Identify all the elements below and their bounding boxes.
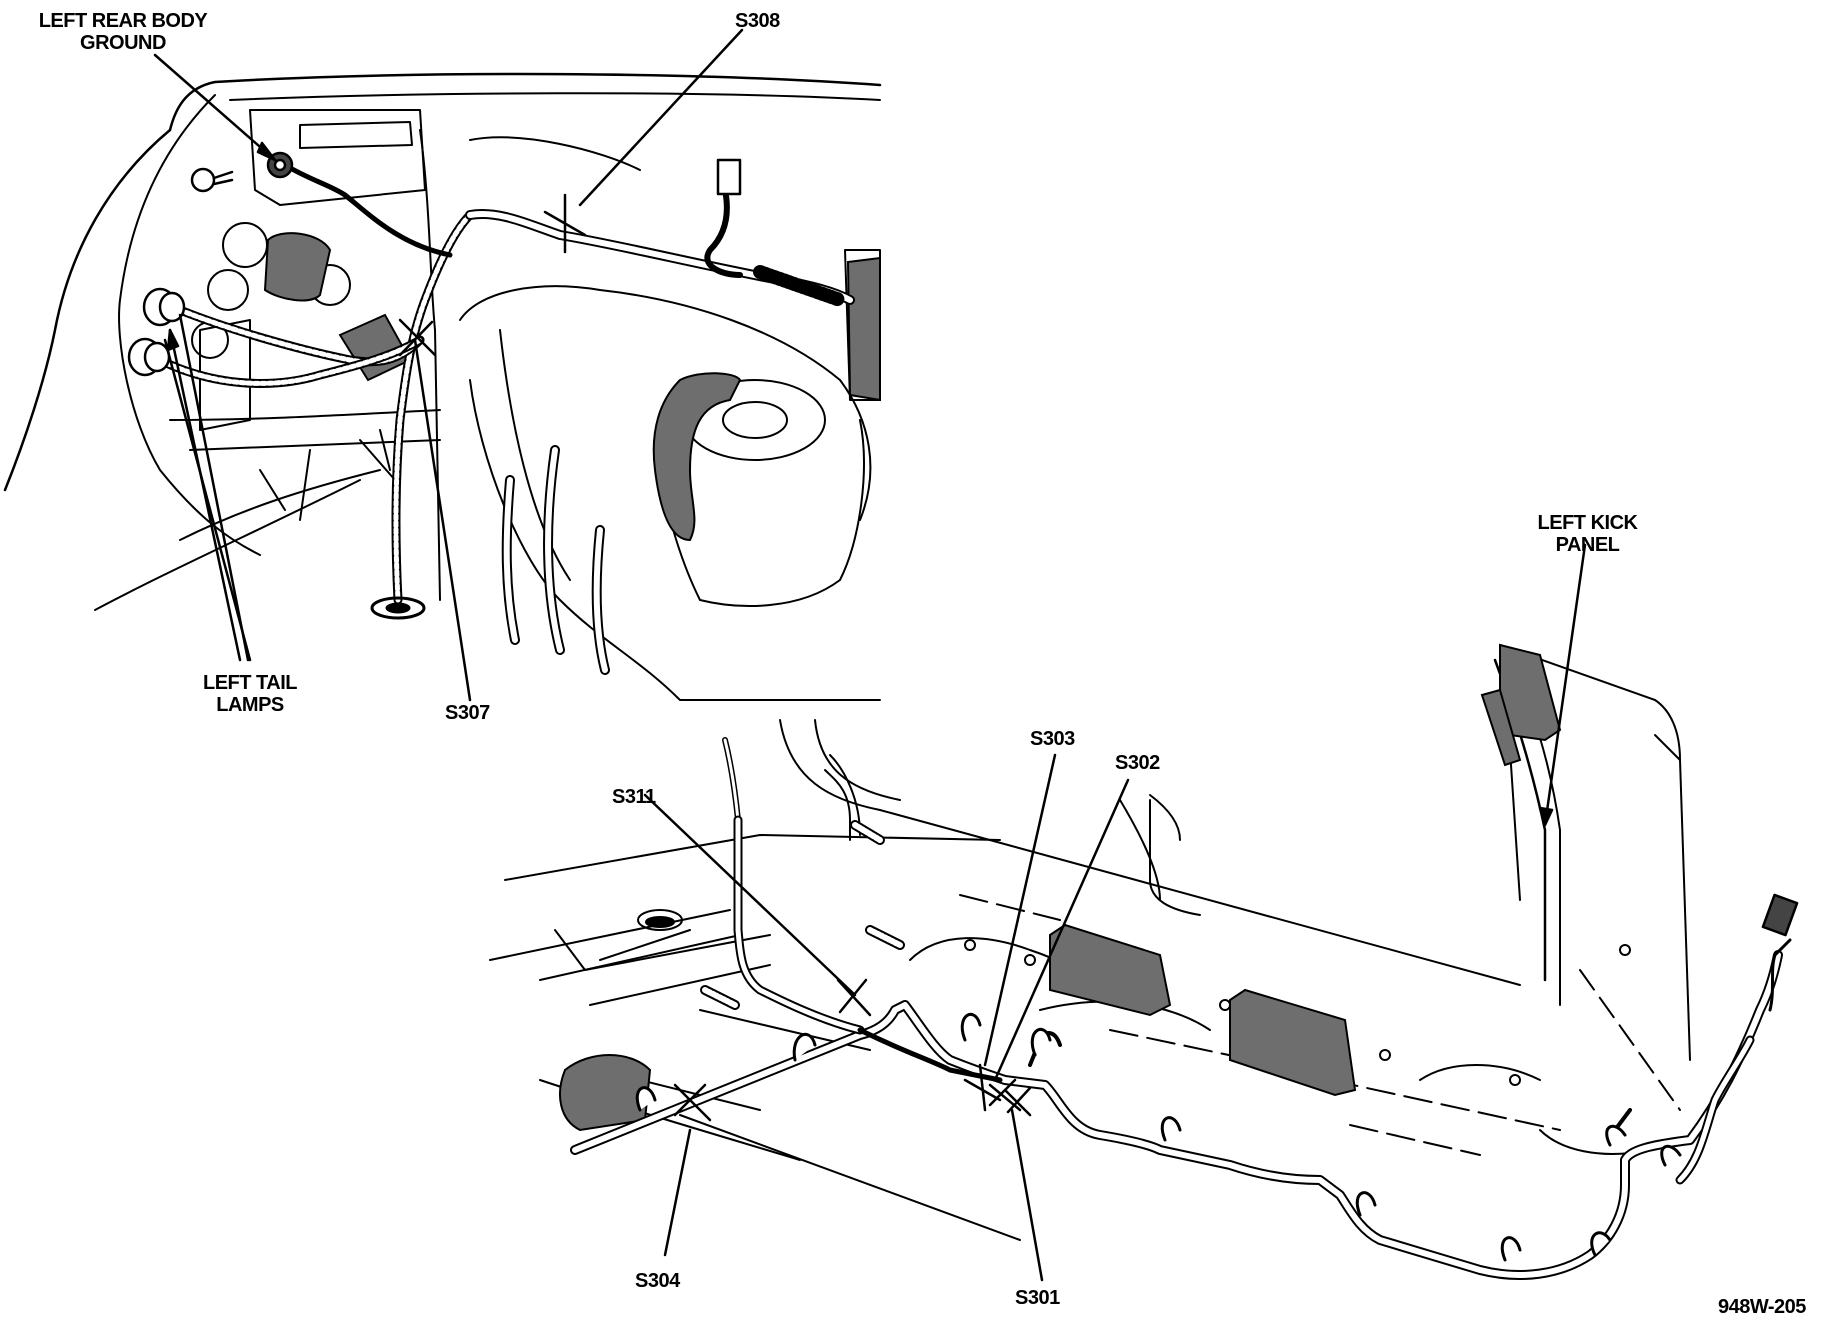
leader-lines xyxy=(153,28,1587,1282)
label-left-rear-body-ground-line1: LEFT REAR BODY xyxy=(38,10,208,32)
shaded-kick-panel-side xyxy=(1480,688,1522,767)
figure-id: 948W-205 xyxy=(1718,1296,1806,1318)
label-left-rear-body-ground: LEFT REAR BODY GROUND xyxy=(38,10,208,54)
label-s301: S301 xyxy=(1015,1287,1060,1309)
tail-lamp-sockets xyxy=(127,287,186,377)
label-left-tail-lamps-line1: LEFT TAIL xyxy=(203,672,298,694)
shaded-back-panel xyxy=(846,256,881,402)
floor-pan-view xyxy=(489,644,1691,1241)
label-left-rear-body-ground-line2: GROUND xyxy=(80,32,166,54)
label-s304: S304 xyxy=(635,1270,680,1292)
shaded-front-pad xyxy=(559,1054,652,1132)
label-s308: S308 xyxy=(735,10,780,32)
shaded-pad-upper xyxy=(263,232,332,302)
label-left-kick-panel: LEFT KICK PANEL xyxy=(1530,512,1645,556)
label-left-kick-panel-line1: LEFT KICK xyxy=(1537,512,1638,534)
label-s311: S311 xyxy=(612,786,656,808)
rear-trunk-view xyxy=(3,72,882,701)
ground-bolt-icon xyxy=(190,151,294,193)
label-s303: S303 xyxy=(1030,728,1075,750)
label-left-tail-lamps-line2: LAMPS xyxy=(216,694,284,716)
label-s302: S302 xyxy=(1115,752,1160,774)
label-left-tail-lamps: LEFT TAIL LAMPS xyxy=(190,672,310,716)
rear-harness xyxy=(155,158,855,620)
shaded-seat-pad-2 xyxy=(1229,988,1357,1097)
label-s307: S307 xyxy=(445,702,490,724)
shaded-seat-pad-1 xyxy=(1049,923,1172,1017)
floor-harness xyxy=(570,815,1799,1280)
shaded-wheel-housing xyxy=(652,372,742,542)
label-left-kick-panel-line2: PANEL xyxy=(1555,534,1620,556)
